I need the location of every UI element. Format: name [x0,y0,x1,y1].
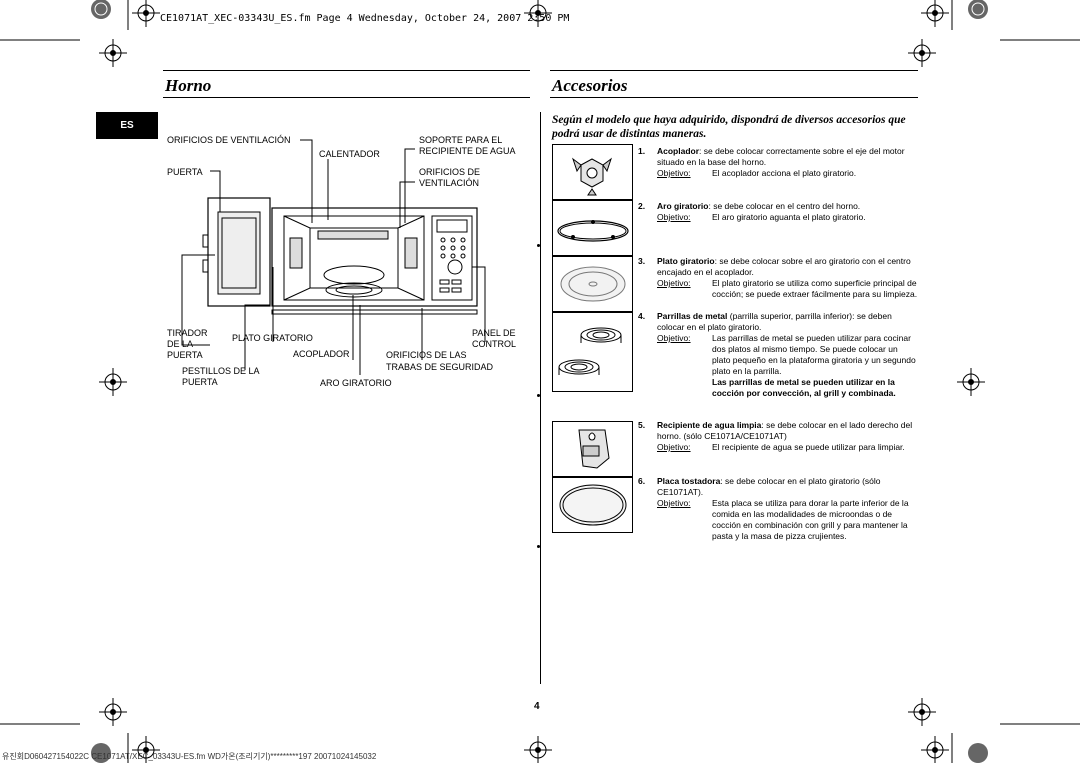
item-number: 1. [638,146,646,156]
label-pestillos-1: PESTILLOS DE LA [182,366,260,376]
item-desc: : se debe colocar en el centro del horno… [708,201,861,211]
margin-dot [537,394,540,397]
accessory-item-6: 6. Placa tostadora: se debe colocar en e… [638,476,918,542]
item-number: 5. [638,420,646,430]
objetivo-label: Objetivo: [657,498,691,508]
objetivo-text: Esta placa se utiliza para dorar la part… [712,498,909,541]
item-desc: : se debe colocar en el plato giratorio … [657,476,881,497]
objetivo-text: El recipiente de agua se puede utilizar … [712,442,905,452]
label-orificios-de: ORIFICIOS DE [419,167,481,177]
accessory-item-2: 2. Aro giratorio: se debe colocar en el … [638,201,918,223]
item-name: Plato giratorio [657,256,715,266]
item-name: Aro giratorio [657,201,709,211]
objetivo-label: Objetivo: [657,278,691,288]
label-orificios-trabas-1: ORIFICIOS DE LAS [386,350,467,360]
item-name: Acoplador [657,146,700,156]
label-soporte-2: RECIPIENTE DE AGUA [419,146,516,156]
placa-tostadora-image [552,477,633,533]
accessory-item-3: 3. Plato giratorio: se debe colocar sobr… [638,256,918,300]
acoplador-image [552,144,633,200]
objetivo-label: Objetivo: [657,333,691,343]
language-tab: ES [96,112,158,139]
label-tirador-1: TIRADOR [167,328,208,338]
file-header: CE1071AT_XEC-03343U_ES.fm Page 4 Wednesd… [160,13,570,24]
page-number: 4 [534,701,540,712]
accessory-item-4: 4. Parrillas de metal (parrilla superior… [638,311,918,399]
label-calentador: CALENTADOR [319,149,380,159]
title-rule-top-left [163,70,530,71]
oven-diagram [181,139,486,375]
objetivo-text: El aro giratorio aguanta el plato girato… [712,212,866,222]
parrillas-note: Las parrillas de metal se pueden utiliza… [712,377,896,398]
label-tirador-3: PUERTA [167,350,203,360]
title-rule-top-right [550,70,918,71]
label-pestillos-2: PUERTA [182,377,218,387]
objetivo-label: Objetivo: [657,168,691,178]
label-plato-giratorio: PLATO GIRATORIO [232,333,313,343]
section-title-horno: Horno [165,76,212,95]
label-tirador-2: DE LA [167,339,194,349]
column-divider [540,112,541,684]
print-footer: 유진회D060427154022C CE1071AT/XEC_03343U-ES… [2,752,377,761]
objetivo-text: El acoplador acciona el plato giratorio. [712,168,857,178]
item-desc: : se debe colocar sobre el aro giratorio… [657,256,911,277]
label-orificios-trabas-2: TRABAS DE SEGURIDAD [386,362,494,372]
recipiente-agua-image [552,421,633,477]
section-title-accesorios: Accesorios [552,76,628,95]
item-desc: : se debe colocar correctamente sobre el… [657,146,905,167]
label-acoplador: ACOPLADOR [293,349,350,359]
label-soporte-1: SOPORTE PARA EL [419,135,503,145]
label-aro-giratorio: ARO GIRATORIO [320,378,392,388]
item-name: Parrillas de metal [657,311,728,321]
item-number: 2. [638,201,646,211]
item-name: Recipiente de agua limpia [657,420,762,430]
label-ventilacion: VENTILACIÓN [419,178,480,188]
label-orificios-ventilacion: ORIFICIOS DE VENTILACIÓN [167,135,291,145]
margin-dot [537,244,540,247]
item-number: 3. [638,256,646,266]
item-desc: : se debe colocar en el lado derecho del… [657,420,913,441]
label-puerta: PUERTA [167,167,203,177]
item-number: 4. [638,311,646,321]
title-rule-bottom-right [550,97,918,98]
title-rule-bottom-left [163,97,530,98]
label-panel-1: PANEL DE [472,328,516,338]
plato-giratorio-image [552,256,633,312]
margin-dot [537,545,540,548]
objetivo-text: El plato giratorio se utiliza como super… [712,278,918,299]
objetivo-text: Las parrillas de metal se pueden utiliza… [712,333,916,376]
aro-giratorio-image [552,200,633,256]
parrillas-metal-image [552,312,633,392]
objetivo-label: Objetivo: [657,212,691,222]
objetivo-label: Objetivo: [657,442,691,452]
item-desc: (parrilla superior, parrilla inferior): … [657,311,892,332]
item-name: Placa tostadora [657,476,721,486]
accesorios-intro: Según el modelo que haya adquirido, disp… [552,114,906,140]
item-number: 6. [638,476,646,486]
accessory-item-5: 5. Recipiente de agua limpia: se debe co… [638,420,918,453]
accessory-item-1: 1. Acoplador: se debe colocar correctame… [638,146,918,179]
label-panel-2: CONTROL [472,339,517,349]
